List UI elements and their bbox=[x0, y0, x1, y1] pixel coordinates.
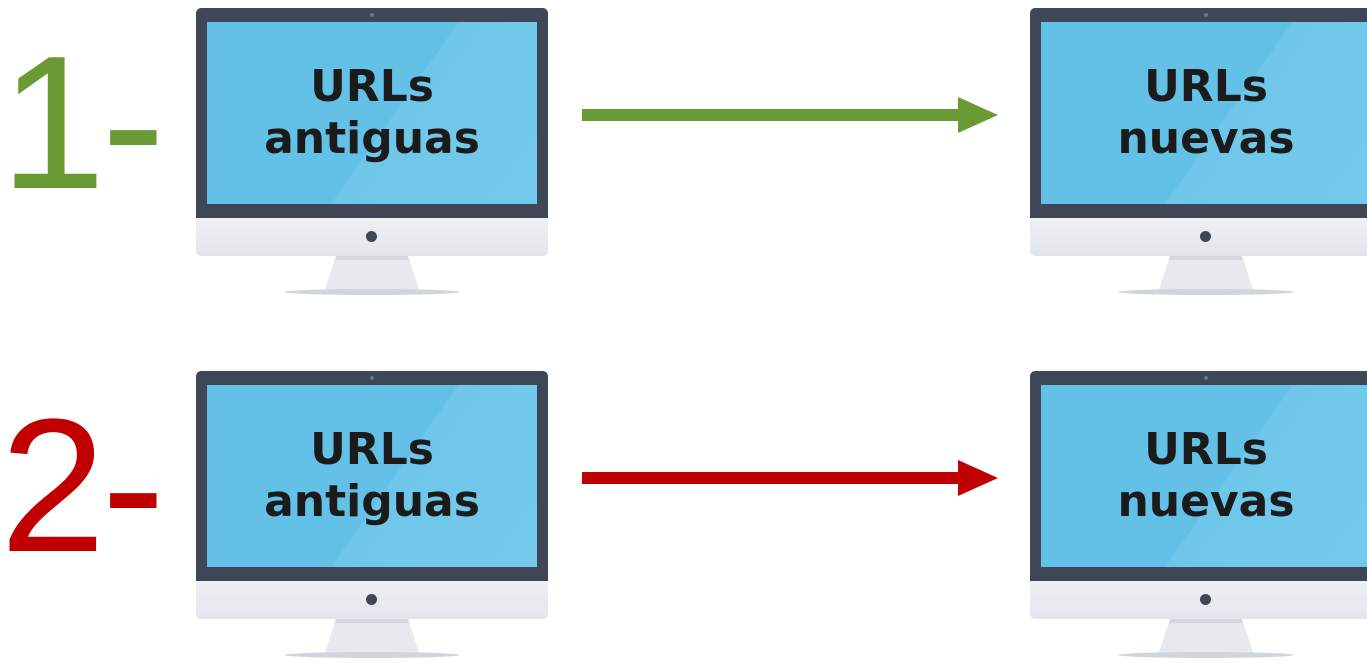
monitor-bezel: URLs nuevas bbox=[1030, 8, 1367, 218]
arrow-right-icon bbox=[582, 460, 998, 496]
screen-label-line1: URLs bbox=[1144, 424, 1268, 475]
screen-label-line2: nuevas bbox=[1117, 476, 1295, 527]
monitor-screen: URLs nuevas bbox=[1041, 22, 1367, 204]
monitor-stand bbox=[196, 619, 548, 659]
screen-label-line2: nuevas bbox=[1117, 113, 1295, 164]
screen-label-line1: URLs bbox=[1144, 61, 1268, 112]
desktop-monitor-icon: URLs nuevas bbox=[1030, 8, 1367, 296]
monitor-chin bbox=[196, 218, 548, 256]
desktop-monitor-icon: URLs antiguas bbox=[196, 371, 548, 659]
monitor-stand bbox=[196, 256, 548, 296]
screen-label-line1: URLs bbox=[310, 424, 434, 475]
monitor-chin bbox=[196, 581, 548, 619]
step-number: 2- bbox=[0, 380, 165, 592]
power-button-dot bbox=[366, 594, 377, 605]
screen-label-line2: antiguas bbox=[264, 113, 480, 164]
monitor-chin bbox=[1030, 581, 1367, 619]
screen-label-line2: antiguas bbox=[264, 476, 480, 527]
step-number: 1- bbox=[0, 17, 165, 229]
monitor-screen: URLs antiguas bbox=[207, 385, 537, 567]
power-button-dot bbox=[1200, 231, 1211, 242]
camera-dot bbox=[370, 13, 374, 17]
power-button-dot bbox=[1200, 594, 1211, 605]
screen-label-line1: URLs bbox=[310, 61, 434, 112]
monitor-screen: URLs antiguas bbox=[207, 22, 537, 204]
monitor-bezel: URLs antiguas bbox=[196, 371, 548, 581]
camera-dot bbox=[370, 376, 374, 380]
monitor-stand bbox=[1030, 619, 1367, 659]
camera-dot bbox=[1204, 13, 1208, 17]
monitor-chin bbox=[1030, 218, 1367, 256]
power-button-dot bbox=[366, 231, 377, 242]
step-row-1: 1- URLs antiguas bbox=[0, 0, 1367, 300]
arrow-right-icon bbox=[582, 97, 998, 133]
monitor-stand bbox=[1030, 256, 1367, 296]
desktop-monitor-icon: URLs antiguas bbox=[196, 8, 548, 296]
desktop-monitor-icon: URLs nuevas bbox=[1030, 371, 1367, 659]
step-row-2: 2- URLs antiguas bbox=[0, 363, 1367, 663]
monitor-bezel: URLs nuevas bbox=[1030, 371, 1367, 581]
monitor-bezel: URLs antiguas bbox=[196, 8, 548, 218]
monitor-screen: URLs nuevas bbox=[1041, 385, 1367, 567]
camera-dot bbox=[1204, 376, 1208, 380]
